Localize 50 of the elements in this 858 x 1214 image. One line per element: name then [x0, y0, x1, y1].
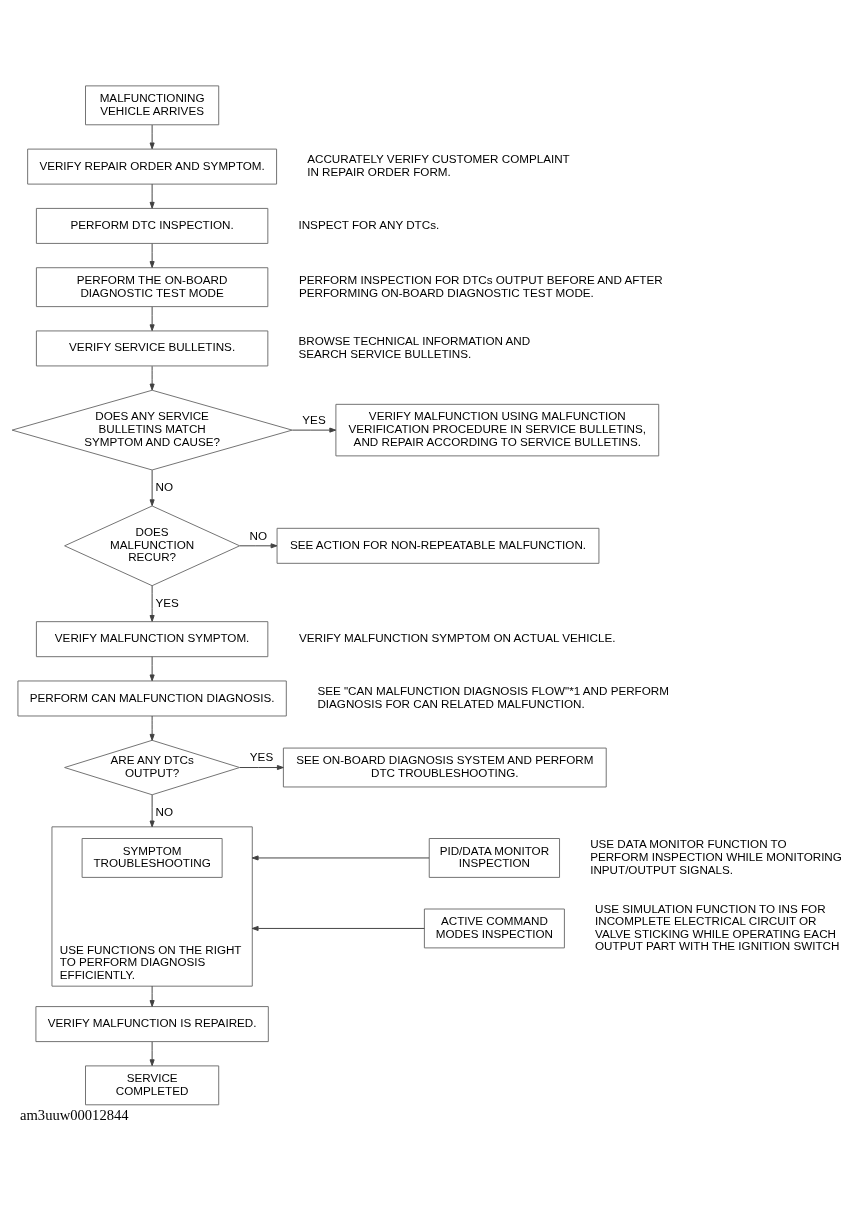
arrow: [149, 1040, 155, 1066]
node-label: SEE "CAN MALFUNCTION DIAGNOSIS FLOW"*1 AND PERFORM DIAGNOSIS FOR CAN RELATED MALFUNCTION.: [317, 683, 669, 710]
node-box: SEE ACTION FOR NON-REPEATABLE MALFUNCTION.: [276, 527, 600, 564]
arrow: [149, 365, 155, 390]
arrow: [149, 715, 155, 741]
node-box: SYMPTOM TROUBLESHOOTING: [81, 837, 223, 878]
node-diamond: DOES ANY SERVICE BULLETINS MATCH SYMPTOM AND CAUSE?: [11, 389, 293, 470]
arrow: [149, 469, 155, 506]
node-label: USE DATA MONITOR FUNCTION TO PERFORM INSPECTION WHILE MONITORING INPUT/OUTPUT SIGNALS.: [590, 836, 842, 876]
node-box: SERVICE COMPLETED: [85, 1064, 220, 1105]
node-label: INSPECT FOR ANY DTCs.: [298, 217, 440, 231]
arrow: [149, 183, 155, 209]
arrow: [149, 584, 155, 622]
node-box: VERIFY MALFUNCTION USING MALFUNCTION VERIFICATION PROCEDURE IN SERVICE BULLETINS, AND REPAIR ACCORDING TO SERVICE BULLETINS.: [335, 403, 660, 456]
node-label: VERIFY MALFUNCTION SYMPTOM ON ACTUAL VEHICLE.: [298, 630, 616, 644]
caption: am3uuw00012844: [20, 1106, 129, 1123]
node-label: USE SIMULATION FUNCTION TO INS FOR INCOMPLETE ELECTRICAL CIRCUIT OR VALVE STICKING WHILE OPERATING EACH OUTPUT PART WITH THE IGNITION SWITCH: [595, 901, 840, 952]
node-box: VERIFY MALFUNCTION IS REPAIRED.: [35, 1005, 269, 1042]
arrow: [149, 794, 155, 827]
node-box: ACTIVE COMMAND MODES INSPECTION: [423, 908, 565, 948]
arrow: [149, 305, 155, 331]
node-box: PID/DATA MONITOR INSPECTION: [428, 837, 561, 878]
node-box: PERFORM THE ON-BOARD DIAGNOSTIC TEST MODE: [35, 266, 269, 307]
arrow: [251, 925, 425, 931]
arrow: [291, 427, 337, 433]
edge-label: NO: [155, 479, 174, 493]
node-box: VERIFY MALFUNCTION SYMPTOM.: [35, 620, 269, 657]
edge-label: YES: [249, 749, 274, 763]
node-box: VERIFY SERVICE BULLETINS.: [35, 329, 269, 366]
arrow: [149, 985, 155, 1007]
arrow: [251, 854, 430, 860]
node-diamond: DOES MALFUNCTION RECUR?: [64, 504, 241, 586]
edge-label: YES: [155, 595, 179, 609]
arrow: [239, 542, 278, 548]
node-box: PERFORM DTC INSPECTION.: [35, 207, 269, 244]
arrow: [149, 124, 155, 149]
edge-label: NO: [249, 528, 268, 542]
edge-label: NO: [155, 804, 174, 818]
arrow: [239, 764, 284, 770]
node-diamond: ARE ANY DTCs OUTPUT?: [64, 739, 241, 795]
arrow: [149, 655, 155, 681]
edge-label: YES: [302, 412, 326, 426]
node-box: MALFUNCTIONING VEHICLE ARRIVES: [85, 84, 220, 125]
arrow: [149, 242, 155, 268]
node-box: VERIFY REPAIR ORDER AND SYMPTOM.: [27, 148, 278, 185]
node-label: BROWSE TECHNICAL INFORMATION AND SEARCH SERVICE BULLETINS.: [298, 333, 531, 360]
node-box: SEE ON-BOARD DIAGNOSIS SYSTEM AND PERFORM DTC TROUBLESHOOTING.: [282, 747, 607, 787]
node-label: ACCURATELY VERIFY CUSTOMER COMPLAINT IN REPAIR ORDER FORM.: [307, 151, 570, 178]
node-label: PERFORM INSPECTION FOR DTCs OUTPUT BEFORE AND AFTER PERFORMING ON-BOARD DIAGNOSTIC TEST MODE.: [298, 272, 663, 299]
node-box: PERFORM CAN MALFUNCTION DIAGNOSIS.: [17, 680, 287, 716]
